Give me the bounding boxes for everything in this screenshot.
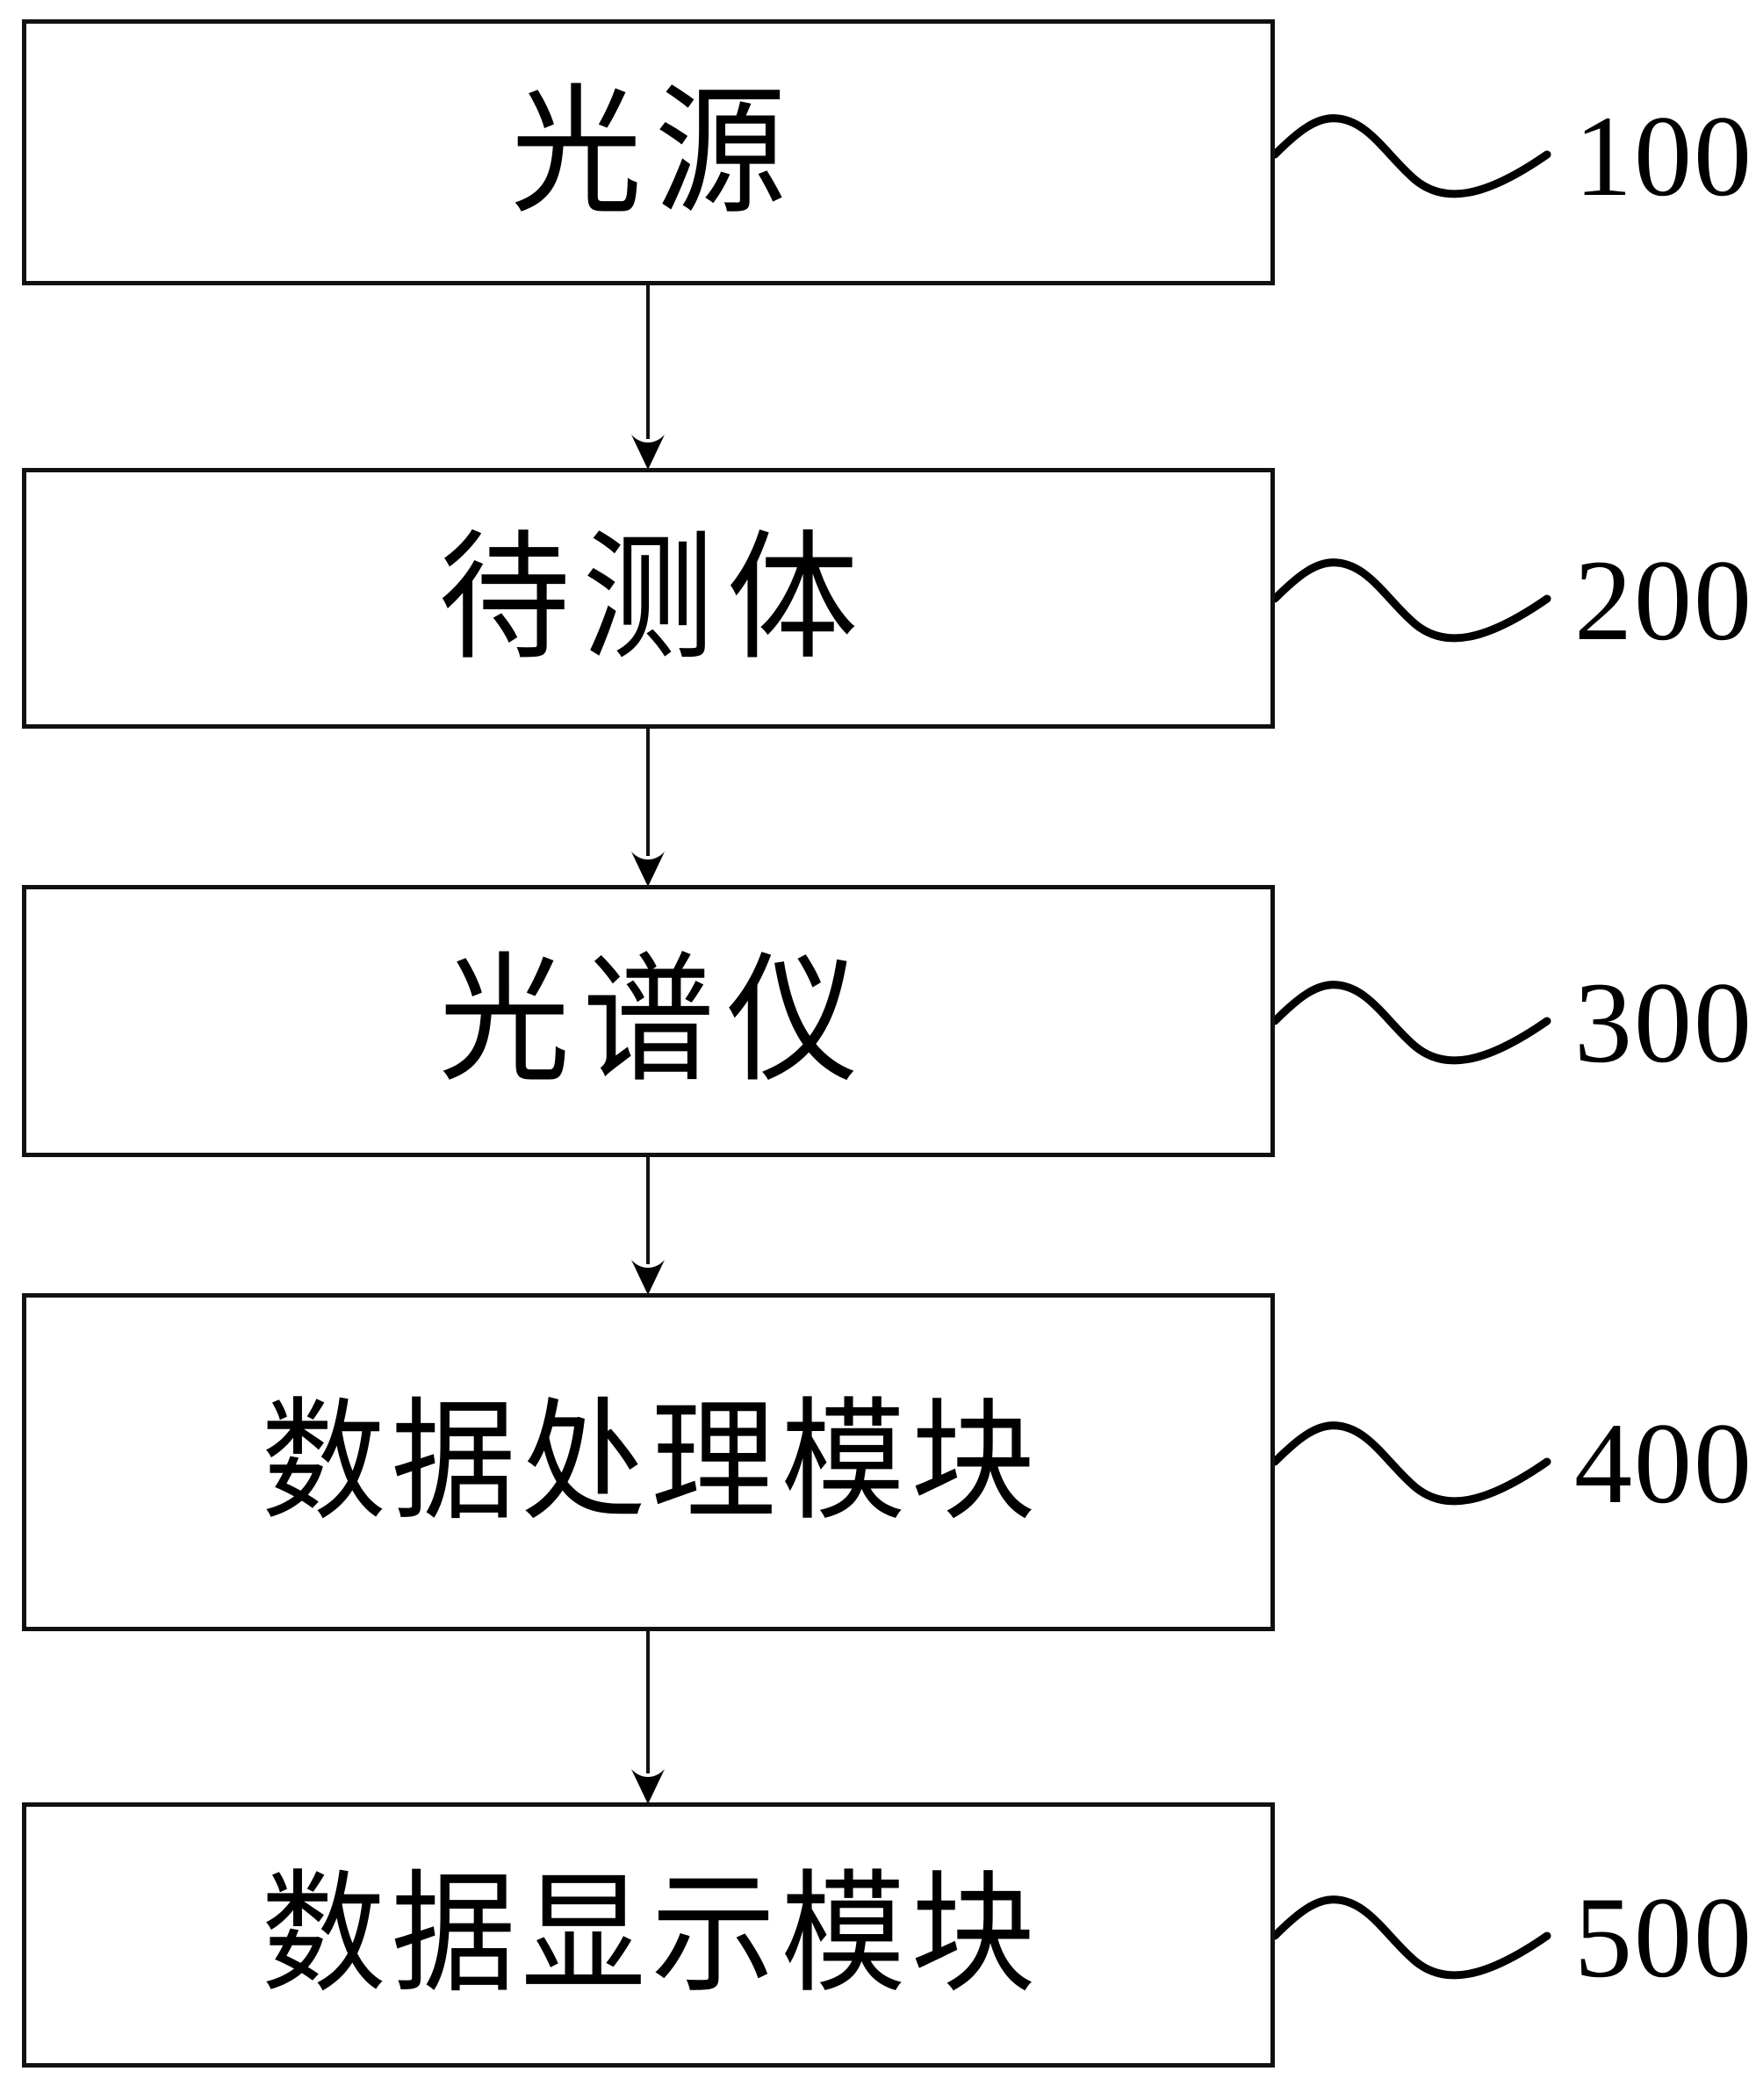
node-data-processing-module-label: 数据处理模块 — [261, 1384, 1041, 1539]
leader-line-400 — [1270, 1421, 1551, 1506]
node-light-source[interactable]: 光源 — [22, 19, 1275, 285]
connector-processing-to-display — [631, 1631, 665, 1804]
leader-line-500 — [1270, 1895, 1551, 1980]
node-data-display-module[interactable]: 数据显示模块 — [22, 1802, 1275, 2068]
node-object-under-test-label: 待测体 — [438, 517, 871, 680]
node-light-source-label: 光源 — [510, 71, 799, 234]
leader-line-100 — [1270, 114, 1551, 198]
reference-numeral-300: 300 — [1574, 958, 1753, 1087]
reference-numeral-400: 400 — [1574, 1399, 1753, 1528]
node-data-display-module-label: 数据显示模块 — [261, 1858, 1041, 2011]
node-spectrometer[interactable]: 光谱仪 — [22, 885, 1275, 1157]
reference-numeral-100: 100 — [1574, 91, 1753, 220]
reference-numeral-200: 200 — [1574, 536, 1753, 665]
node-data-processing-module[interactable]: 数据处理模块 — [22, 1293, 1275, 1631]
leader-line-300 — [1270, 981, 1551, 1065]
leader-line-200 — [1270, 558, 1551, 643]
connector-light-source-to-object — [631, 285, 665, 470]
connector-spectrometer-to-processing — [631, 1157, 665, 1295]
reference-numeral-500: 500 — [1574, 1873, 1753, 2002]
node-object-under-test[interactable]: 待测体 — [22, 468, 1275, 729]
connector-object-to-spectrometer — [631, 729, 665, 887]
node-spectrometer-label: 光谱仪 — [438, 939, 871, 1103]
